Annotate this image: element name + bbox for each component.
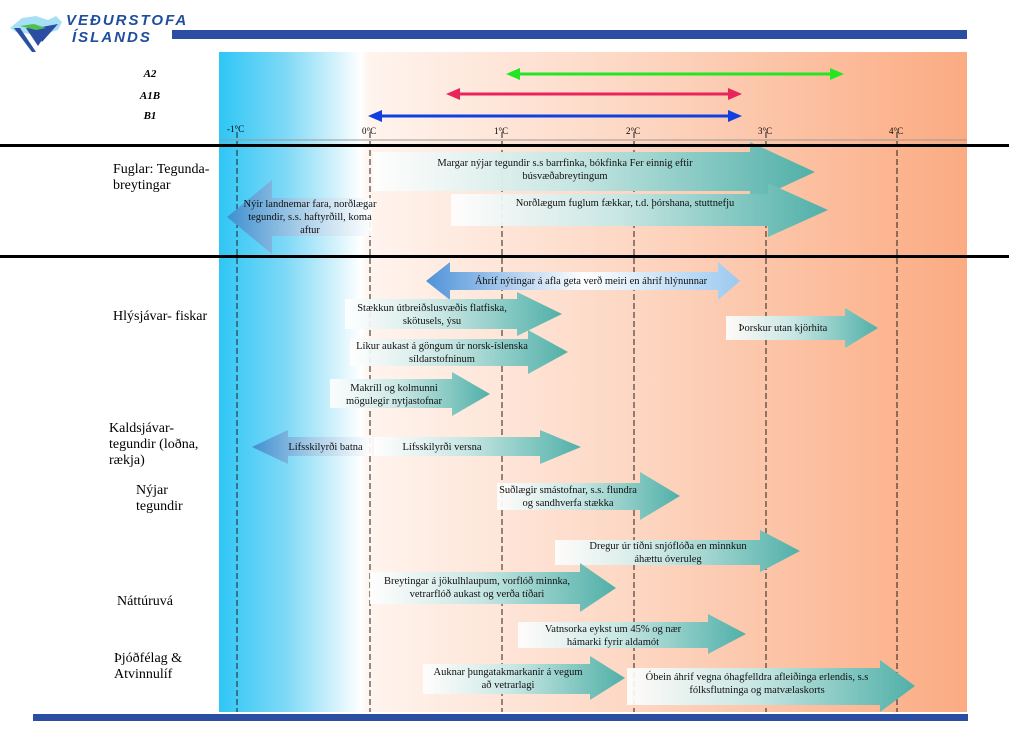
arrow-cond-better (252, 430, 372, 464)
arrow-indirect (627, 660, 915, 712)
scenario-label-a2: A2 (143, 68, 157, 80)
arrow-expansion (345, 292, 562, 336)
arrow-many-new-species (373, 142, 815, 202)
text-indirect: Óbein áhrif vegna óhagfelldra afleiðinga… (645, 672, 869, 696)
tick-label-2: 2°C (626, 126, 641, 136)
row-label-new-species: Nýjar tegundir (136, 483, 183, 514)
text-cond-worse: Lífsskilyrði versna (402, 442, 482, 453)
text-northern-birds: Norðlægum fuglum fækkar, t.d. þórshana, … (515, 198, 735, 209)
text-herring: Líkur aukast á göngum úr norsk-íslenska … (356, 341, 528, 365)
footer-rule (33, 714, 968, 721)
tick-label-minus1: -1°C (227, 124, 245, 134)
text-new-settlers: Nýir landnemar fara, norðlægar tegundir,… (243, 199, 377, 236)
text-many-new-species: Margar nýjar tegundir s.s barrfinka, bók… (437, 158, 693, 182)
scenario-label-b1: B1 (143, 110, 157, 122)
text-avalanche: Dregur úr tíðni snjóflóða en minnkun áhæ… (589, 541, 747, 565)
text-southern-stocks: Suðlægir smástofnar, s.s. flundra og san… (499, 485, 637, 509)
text-cod: Þorskur utan kjörhita (738, 323, 828, 334)
arrow-fishing-effects (426, 262, 740, 300)
arrow-glacial (370, 563, 616, 612)
row-label-cold-species: Kaldsjávar- tegundir (loðna, rækja) (109, 421, 199, 468)
arrow-northern-birds (451, 183, 828, 237)
text-weight-limits: Auknar þungatakmarkanir á vegum að vetra… (433, 667, 583, 691)
text-hydro: Vatnsorka eykst um 45% og nær hámarki fy… (544, 624, 682, 648)
scenario-label-a1b: A1B (139, 90, 161, 102)
logo-line-1: VEÐURSTOFA (66, 12, 189, 29)
text-fishing-effects: Áhrif nýtingar á afla geta verð meiri en… (474, 276, 708, 287)
vedurstofa-logo-icon (10, 16, 62, 52)
arrow-hydro (518, 614, 746, 654)
scenario-b1-arrow (368, 110, 742, 122)
header-rule (172, 30, 967, 39)
arrow-southern-stocks (497, 472, 680, 520)
scenario-a1b-arrow (446, 88, 742, 100)
text-expansion: Stækkun útbreiðslusvæðis flatfiska, sköt… (357, 303, 507, 327)
arrow-new-settlers (227, 180, 372, 254)
scenario-a2-arrow (506, 68, 844, 80)
arrow-mackerel (330, 372, 490, 416)
tick-label-0: 0°C (362, 126, 377, 136)
arrow-shapes (227, 142, 915, 712)
temperature-gridlines (236, 132, 898, 712)
text-cond-better: Lífsskilyrði batna (288, 442, 363, 453)
text-glacial: Breytingar á jökulhlaupum, vorflóð minnk… (383, 576, 571, 600)
arrow-cod (726, 308, 878, 348)
section-divider-top (0, 144, 1009, 147)
arrow-weight-limits (423, 656, 625, 700)
arrow-cond-worse (374, 430, 581, 464)
tick-label-3: 3°C (758, 126, 773, 136)
row-label-warm-fish: Hlýsjávar- fiskar (113, 309, 208, 324)
row-label-society: Þjóðfélag & Atvinnulíf (114, 651, 183, 682)
logo-wordmark: VEÐURSTOFA ÍSLANDS (66, 12, 188, 46)
arrow-herring (350, 330, 568, 374)
row-label-nature: Náttúruvá (117, 594, 173, 609)
row-label-birds: Fuglar: Tegunda- breytingar (113, 162, 210, 193)
tick-label-1: 1°C (494, 126, 509, 136)
arrow-avalanche (555, 530, 800, 572)
logo-line-2: ÍSLANDS (72, 29, 152, 46)
text-mackerel: Makríll og kolmunni mögulegir nytjastofn… (346, 383, 442, 407)
tick-label-4: 4°C (889, 126, 904, 136)
section-divider-middle (0, 255, 1009, 258)
